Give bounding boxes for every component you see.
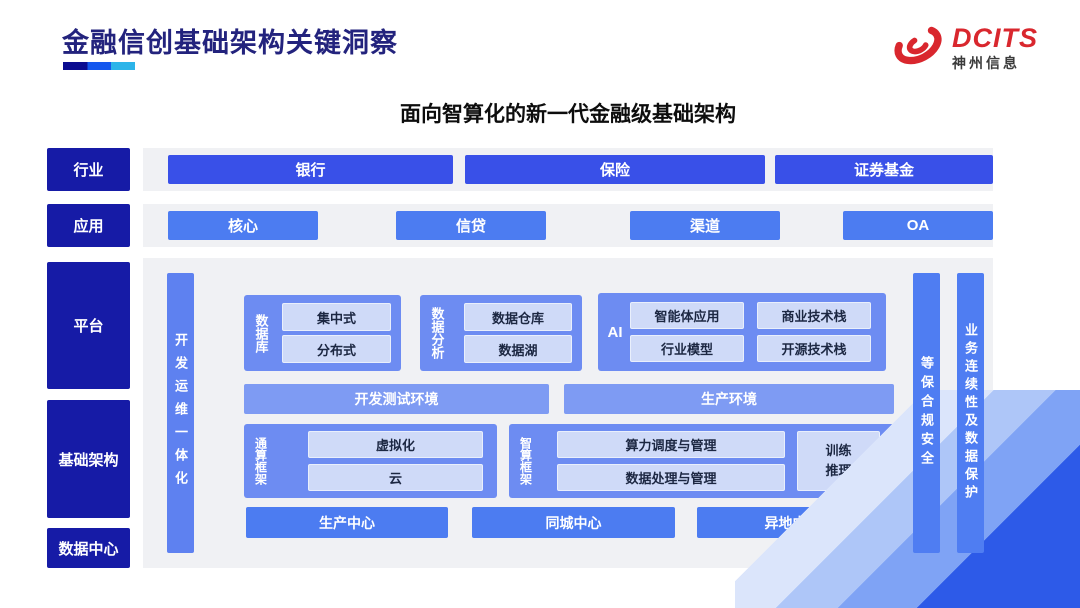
chip-virtualization: 虚拟化 [308,431,483,458]
chip-open-source-stack: 开源技术栈 [757,335,871,362]
analytics-group: 数据分析 数据仓库 数据湖 [420,295,582,371]
devops-bar-label: 开发运维一体化 [173,332,188,494]
continuity-protection-bar: 业务连续性及数据保护 [957,273,984,553]
company-logo: DCITS 神州信息 [891,18,1038,77]
database-group-label: 数据库 [253,313,269,353]
chip-data-warehouse: 数据仓库 [464,303,572,331]
rail-industry: 行业 [47,148,130,191]
security-compliance-bar: 等保合规安全 [913,273,940,553]
rail-application: 应用 [47,204,130,247]
page-title: 金融信创基础架构关键洞察 [62,28,398,58]
logo-brand-text: DCITS [952,23,1038,53]
general-compute-label: 通算框架 [253,437,268,485]
continuity-protection-label: 业务连续性及数据保护 [963,323,978,503]
title-underline [63,62,135,70]
corner-decoration [735,390,1080,608]
database-group: 数据库 集中式 分布式 [244,295,401,371]
intelligent-compute-label: 智算框架 [518,437,533,485]
chip-centralized: 集中式 [282,303,391,331]
industry-insurance: 保险 [465,155,765,184]
same-city-center: 同城中心 [472,507,675,538]
application-strip: 核心 信贷 渠道 OA [143,204,993,247]
chip-data-lake: 数据湖 [464,335,572,363]
chip-industry-models: 行业模型 [630,335,744,362]
rail-datacenter: 数据中心 [47,528,130,568]
chip-cloud: 云 [308,464,483,491]
general-compute-group: 通算框架 虚拟化 云 [244,424,497,498]
industry-securities: 证券基金 [775,155,993,184]
rail-infrastructure: 基础架构 [47,400,130,518]
ai-group-label: AI [607,323,623,341]
analytics-group-label: 数据分析 [429,307,445,359]
app-credit: 信贷 [396,211,546,240]
app-oa: OA [843,211,993,240]
rail-platform: 平台 [47,262,130,389]
security-compliance-label: 等保合规安全 [919,356,934,470]
devops-bar: 开发运维一体化 [167,273,194,553]
swirl-logo-icon [891,18,945,77]
chip-distributed: 分布式 [282,335,391,363]
app-core: 核心 [168,211,318,240]
diagram-title: 面向智算化的新一代金融级基础架构 [400,103,736,126]
chip-commercial-stack: 商业技术栈 [757,302,871,329]
app-channel: 渠道 [630,211,780,240]
chip-agent-apps: 智能体应用 [630,302,744,329]
logo-company-text: 神州信息 [952,55,1020,71]
industry-strip: 银行 保险 证券基金 [143,148,993,191]
production-center: 生产中心 [246,507,448,538]
ai-group: AI 智能体应用 商业技术栈 行业模型 开源技术栈 [598,293,886,371]
industry-bank: 银行 [168,155,453,184]
dev-test-env-bar: 开发测试环境 [244,384,549,414]
